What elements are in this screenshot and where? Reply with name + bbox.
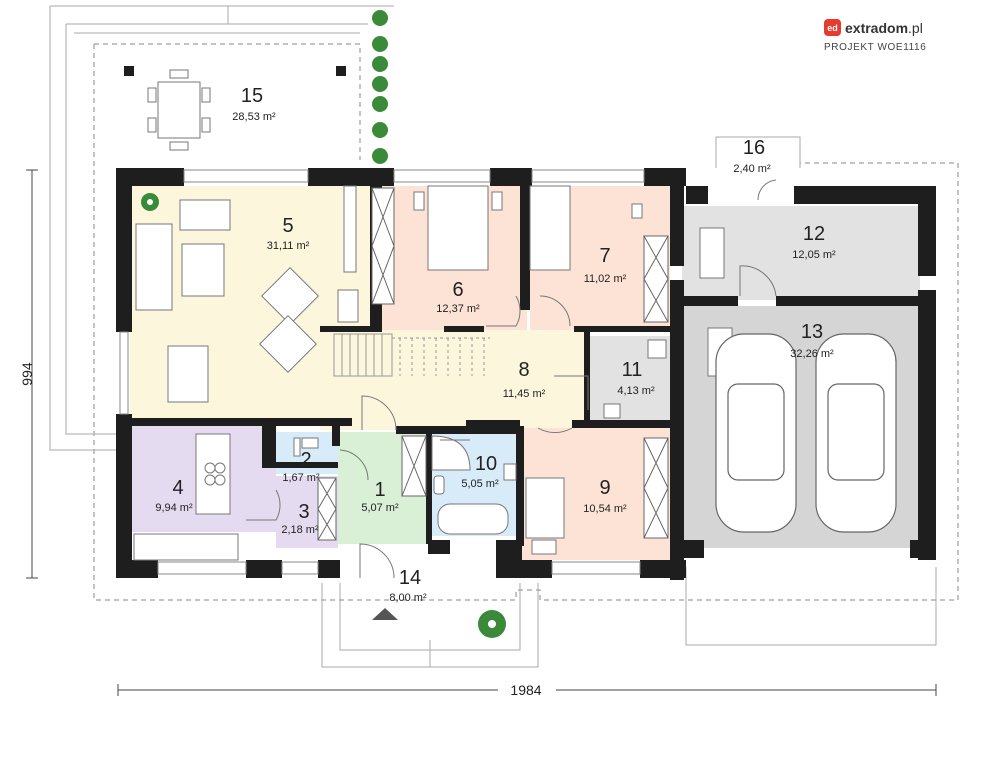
- brand-logo-icon: ed: [824, 19, 841, 36]
- room-6-area: 12,37 m²: [436, 303, 480, 315]
- room-7-number: 7: [599, 245, 610, 267]
- room-7-area: 11,02 m²: [584, 273, 627, 285]
- room-10-area: 5,05 m²: [461, 478, 499, 490]
- room-8-area: 11,45 m²: [503, 388, 546, 400]
- room-9-number: 9: [599, 477, 610, 499]
- room-15-area: 28,53 m²: [232, 111, 276, 123]
- room-8-number: 8: [518, 359, 529, 381]
- room-12-area: 12,05 m²: [792, 249, 836, 261]
- room-13-number: 13: [801, 321, 823, 343]
- brand-name-suffix: .pl: [908, 19, 923, 36]
- project-code: PROJEKT WOE1116: [824, 42, 927, 53]
- closets: [317, 187, 669, 541]
- brand-block: ed extradom.pl PROJEKT WOE1116: [824, 19, 984, 53]
- room-12-number: 12: [803, 223, 825, 245]
- brand-name-bold: extradom: [845, 19, 909, 36]
- brand-header: ed extradom.pl: [824, 19, 984, 36]
- terrace-lines: [49, 5, 937, 668]
- plant-icon: [141, 193, 159, 211]
- room-6-number: 6: [452, 279, 463, 301]
- room-11-area: 4,13 m²: [617, 385, 655, 397]
- room-4-number: 4: [172, 477, 183, 499]
- windows: [119, 169, 645, 575]
- entrance-arrow-icon: [372, 608, 398, 620]
- room-labels: 1 5,07 m² 2 1,67 m² 3 2,18 m² 4 9,94 m² …: [155, 85, 836, 604]
- room-2-area: 1,67 m²: [282, 472, 320, 484]
- furniture: [133, 185, 733, 561]
- room-16-number: 16: [743, 137, 765, 159]
- plant-icon: [478, 610, 506, 638]
- room-1-area: 5,07 m²: [361, 502, 399, 514]
- plant-icon: [372, 10, 388, 164]
- room-2-number: 2: [300, 449, 311, 471]
- room-5-area: 31,11 m²: [267, 240, 310, 252]
- width-dimension-label: 1984: [510, 682, 541, 698]
- pillars: [124, 66, 346, 76]
- room-13-area: 32,26 m²: [790, 348, 834, 360]
- width-dimension: [117, 684, 937, 696]
- room-14-area: 8,00 m²: [389, 592, 427, 604]
- room-1-number: 1: [374, 479, 385, 501]
- room-10-number: 10: [475, 453, 497, 475]
- staircase: [333, 333, 490, 377]
- cars: [715, 333, 897, 533]
- roof-outline: [93, 43, 959, 601]
- plants: [141, 10, 506, 638]
- doors: [246, 179, 777, 579]
- room-14-number: 14: [399, 567, 421, 589]
- brand-name: extradom.pl: [845, 20, 923, 36]
- room-11-number: 11: [622, 359, 643, 381]
- room-8-floor: [320, 330, 588, 430]
- room-15-number: 15: [241, 85, 263, 107]
- room-3-area: 2,18 m²: [281, 524, 319, 536]
- room-5-number: 5: [282, 215, 293, 237]
- height-dimension: [26, 169, 38, 579]
- room-4-area: 9,94 m²: [155, 502, 193, 514]
- room-9-area: 10,54 m²: [583, 503, 627, 515]
- terrace-table: [147, 69, 211, 151]
- room-16-area: 2,40 m²: [733, 163, 771, 175]
- room-3-number: 3: [298, 501, 309, 523]
- height-dimension-label: 994: [19, 362, 35, 386]
